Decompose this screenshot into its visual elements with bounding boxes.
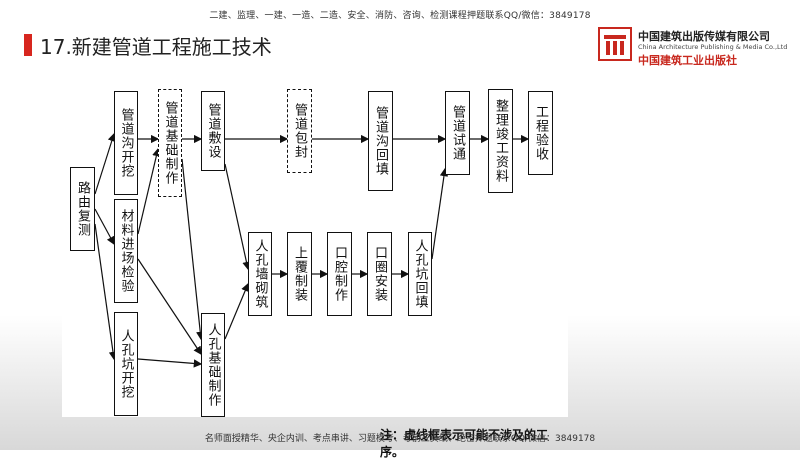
building-logo-icon [598,27,632,61]
node-pipe-foundation: 管道基础制作 [158,89,182,197]
node-completion-docs: 整理竣工资料 [488,89,513,193]
node-manhole-foundation: 人孔基础制作 [201,313,225,417]
page-title: 17.新建管道工程施工技术 [40,35,272,59]
logo-english-name: China Architecture Publishing & Media Co… [638,43,788,51]
node-trench-backfill: 管道沟回填 [368,91,393,191]
node-pipe-laying: 管道敷设 [201,91,225,171]
node-trench-excavation: 管道沟开挖 [114,91,138,195]
flow-arrows [94,132,530,368]
node-pipe-test: 管道试通 [445,91,470,175]
node-material-inspection: 材料进场检验 [114,199,138,303]
node-cover-install: 上覆制装 [287,232,312,316]
title-accent-bar [24,34,32,56]
top-contact-note: 二建、监理、一建、一造、二造、安全、消防、咨询、检测课程押题联系QQ/微信：38… [209,11,591,21]
logo-slogan: 中国建筑工业出版社 [638,54,737,67]
logo-chinese-name: 中国建筑出版传媒有限公司 [638,30,770,43]
construction-flow-diagram: 路由复测 管道沟开挖 材料进场检验 人孔坑开挖 管道基础制作 管道敷设 人孔基础… [62,69,568,459]
node-manhole-wall: 人孔墙砌筑 [248,232,272,316]
node-pit-backfill: 人孔坑回填 [408,232,432,316]
node-project-acceptance: 工程验收 [528,91,553,175]
node-pipe-encasement: 管道包封 [287,89,312,173]
node-route-survey: 路由复测 [70,167,95,251]
node-mouth-making: 口腔制作 [327,232,352,316]
node-ring-install: 口圈安装 [367,232,392,316]
bottom-contact-note: 名师面授精华、央企内训、考点串讲、习题模考、考前三页纸、绝密押题联系QQ/微信：… [204,434,596,444]
node-manhole-pit-excavation: 人孔坑开挖 [114,312,138,416]
